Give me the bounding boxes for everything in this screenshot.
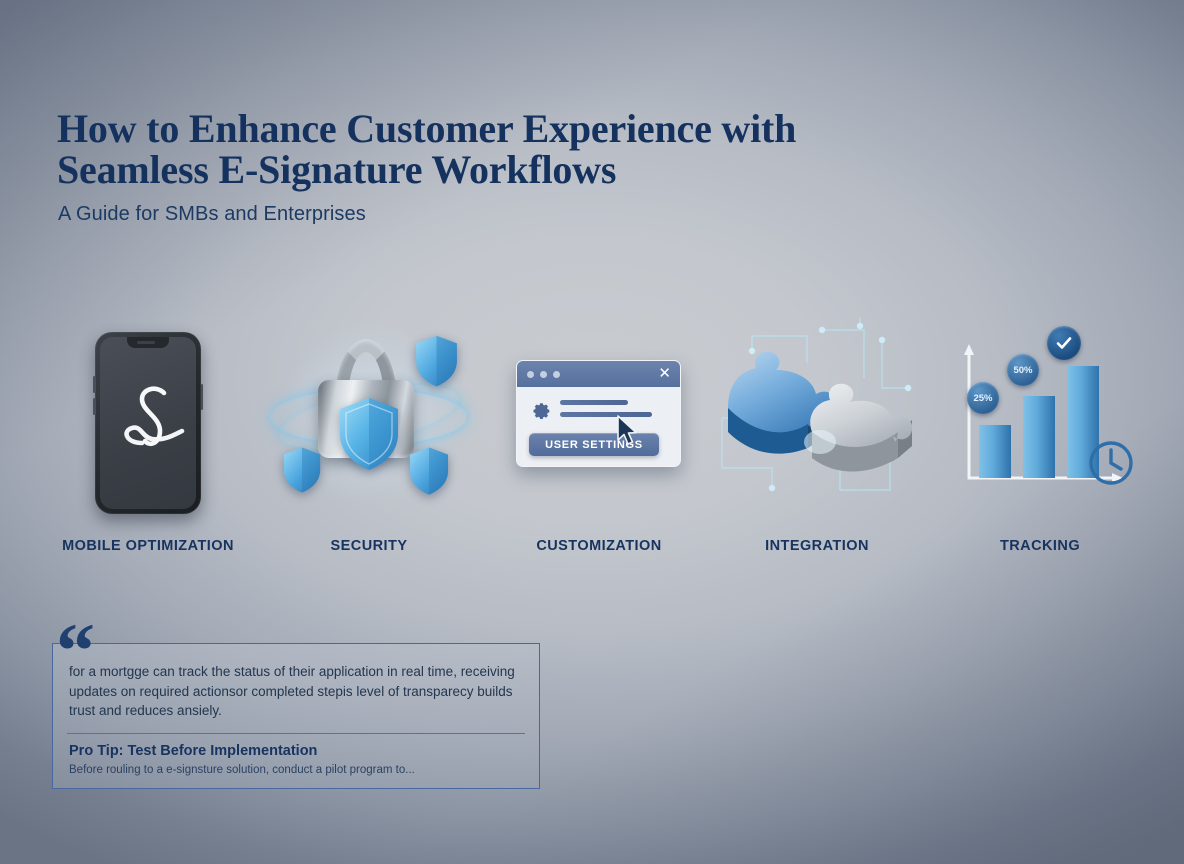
page-title: How to Enhance Customer Experience with … [57, 108, 857, 190]
feature-customization: ✕ USER SETTINGS [494, 318, 704, 568]
chart-badge-25: 25% [967, 382, 999, 414]
quote-box: for a mortgge can track the status of th… [52, 643, 540, 789]
smartphone-signature-icon [43, 318, 253, 514]
chart-badge-50: 50% [1007, 354, 1039, 386]
browser-window: ✕ USER SETTINGS [516, 360, 681, 467]
mouse-cursor-icon [617, 415, 637, 445]
caption-customization: CUSTOMIZATION [536, 538, 662, 554]
page-subtitle: A Guide for SMBs and Enterprises [58, 203, 366, 225]
gear-icon [533, 403, 550, 419]
phone-frame [93, 332, 203, 514]
shield-small-top-right-icon [414, 334, 459, 388]
window-dot-3 [553, 371, 560, 378]
window-text-line-2 [560, 412, 652, 417]
feature-tracking: 25% 50% [935, 318, 1145, 568]
window-body: USER SETTINGS [517, 387, 680, 466]
quote-text: for a mortgge can track the status of th… [69, 664, 515, 718]
chart-badge-complete-icon [1047, 326, 1081, 360]
settings-window-icon: ✕ USER SETTINGS [494, 318, 704, 513]
padlock-shield-icon [264, 318, 474, 513]
signature-scribble-icon [124, 386, 185, 446]
phone-power-button [200, 384, 203, 410]
pro-tip-title: Pro Tip: Test Before Implementation [69, 743, 318, 759]
quote-mark-icon: “ [56, 607, 95, 694]
window-dot-1 [527, 371, 534, 378]
caption-mobile-optimization: MOBILE OPTIMIZATION [62, 538, 234, 554]
close-icon[interactable]: ✕ [658, 365, 671, 382]
shield-main-icon [337, 396, 401, 472]
shield-small-bottom-right-icon [408, 446, 450, 496]
puzzle-pair [728, 351, 913, 472]
feature-integration [712, 318, 922, 568]
caption-integration: INTEGRATION [765, 538, 869, 554]
caption-tracking: TRACKING [999, 538, 1081, 554]
title-line-1: How to Enhance Customer Experience with [57, 106, 797, 151]
title-line-2: Seamless E-Signature Workflows [57, 147, 617, 192]
bar-chart [964, 344, 1133, 485]
shield-small-bottom-left-icon [282, 446, 322, 494]
window-title-bar: ✕ [517, 361, 680, 387]
pro-tip-body: Before rouling to a e-signsture solution… [69, 764, 415, 776]
bar-chart-progress-icon: 25% 50% [935, 318, 1145, 513]
phone-notch [127, 337, 169, 348]
check-icon [1056, 337, 1072, 349]
feature-mobile-optimization [43, 318, 253, 568]
feature-security [264, 318, 474, 568]
caption-security: SECURITY [330, 538, 408, 554]
phone-volume-up-button [93, 376, 96, 393]
quote-divider [67, 733, 525, 734]
phone-screen [100, 337, 196, 509]
phone-volume-down-button [93, 398, 96, 415]
window-text-line-1 [560, 400, 628, 405]
puzzle-pieces-icon [712, 318, 922, 513]
window-dot-2 [540, 371, 547, 378]
